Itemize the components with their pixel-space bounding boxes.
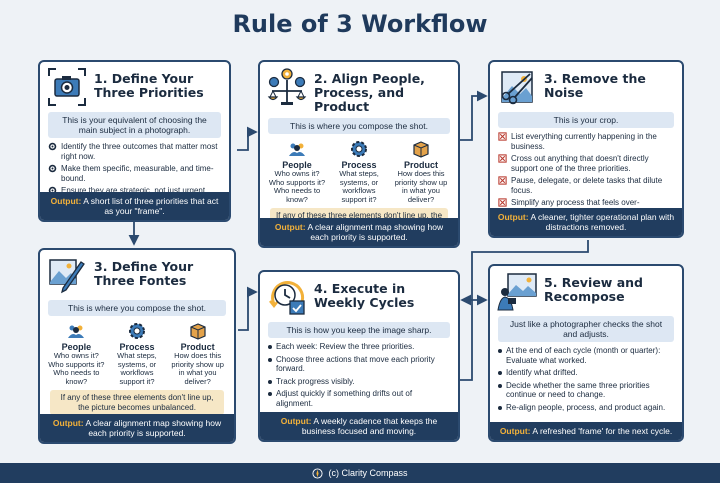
camera-icon (48, 68, 86, 106)
step5-card: 5. Review and Recompose Just like a phot… (488, 264, 684, 442)
product-column: Product How does this priority show up i… (391, 139, 451, 204)
list-item: List everything currently happening in t… (498, 132, 674, 151)
bullet-dot-icon (498, 405, 502, 410)
bullet-dot-icon (498, 383, 502, 388)
gear-icon (128, 323, 145, 339)
people-column: People Who owns it? Who supports it? Who… (267, 139, 327, 204)
step4-output: Output: A weekly cadence that keeps the … (260, 412, 458, 440)
step2-output: Output: A clear alignment map showing ho… (260, 218, 458, 246)
arrow-1-to-2 (237, 126, 258, 151)
photographer-review-icon (497, 273, 537, 311)
process-column: Process What steps, systems, or workflow… (329, 139, 389, 204)
step4-pill: This is how you keep the image sharp. (268, 322, 450, 338)
box-icon (413, 141, 429, 158)
crossed-box-icon (498, 198, 507, 207)
process-column: Process What steps, systems, or workflow… (107, 321, 167, 386)
list-item: Identify what drifted. (498, 368, 674, 378)
list-item: Re-align people, process, and product ag… (498, 403, 674, 413)
crossed-box-icon (498, 176, 507, 185)
crossed-box-icon (498, 132, 507, 141)
list-item: Make them specific, measurable, and time… (48, 164, 221, 183)
list-item: Adjust quickly if something drifts out o… (268, 389, 450, 408)
footer-text: (c) Clarity Compass (328, 468, 408, 478)
step3-fontes-title: 3. Define Your Three Fontes (94, 259, 194, 288)
target-icon (48, 142, 57, 151)
compass-icon (312, 467, 324, 479)
people-icon (68, 325, 85, 338)
step3-noise-title: 3. Remove the Noise (544, 71, 646, 100)
step5-output: Output: A refreshed 'frame' for the next… (490, 422, 682, 440)
list-item: Cross out anything that doesn't directly… (498, 154, 674, 173)
step1-card: 1. Define Your Three Priorities This is … (38, 60, 231, 222)
step3-fontes-pill: This is where you compose the shot. (48, 300, 226, 316)
step2-title: 2. Align People, Process, and Product (314, 71, 425, 114)
scale-gears-icon (267, 68, 307, 105)
product-column: Product How does this priority show up i… (168, 321, 228, 386)
picture-pen-icon (49, 259, 85, 294)
page-title: Rule of 3 Workflow (232, 10, 488, 38)
crossed-box-icon (498, 154, 507, 163)
list-item: Pause, delegate, or delete tasks that di… (498, 176, 674, 195)
step5-pill: Just like a photographer checks the shot… (498, 316, 674, 342)
step3-fontes-card: 3. Define Your Three Fontes This is wher… (38, 248, 236, 444)
step1-title: 1. Define Your Three Priorities (94, 71, 204, 100)
people-icon (289, 143, 305, 156)
list-item: Identify the three outcomes that matter … (48, 142, 221, 161)
list-item: Track progress visibly. (268, 377, 450, 387)
arrow-3-to-4 (460, 240, 589, 306)
bullet-dot-icon (268, 392, 272, 396)
arrow-3b-to-4 (238, 286, 258, 331)
bullet-dot-icon (268, 345, 272, 349)
bullet-dot-icon (268, 379, 272, 384)
list-item: Decide whether the same three priorities… (498, 381, 674, 400)
step3-noise-output: Output: A cleaner, tighter operational p… (490, 208, 682, 236)
step2-pill: This is where you compose the shot. (268, 118, 450, 134)
step1-output: Output: A short list of three priorities… (40, 192, 229, 220)
list-item: At the end of each cycle (month or quart… (498, 346, 674, 365)
list-item: Each week: Review the three priorities. (268, 342, 450, 352)
bullet-dot-icon (268, 357, 272, 362)
clock-calendar-icon (269, 281, 305, 315)
step3-noise-card: 3. Remove the Noise This is your crop. L… (488, 60, 684, 238)
people-column: People Who owns it? Who supports it? Who… (46, 321, 106, 386)
step1-pill: This is your equivalent of choosing the … (48, 112, 221, 138)
bullet-dot-icon (498, 371, 502, 375)
crop-scissors-icon (501, 71, 533, 105)
step3-fontes-output: Output: A clear alignment map showing ho… (40, 414, 234, 442)
target-icon (48, 164, 57, 173)
step5-title: 5. Review and Recompose (544, 275, 643, 304)
gear-icon (351, 141, 367, 157)
step4-title: 4. Execute in Weekly Cycles (314, 281, 415, 310)
step3-fontes-warning: If any of these three elements don't lin… (50, 390, 224, 415)
arrow-2-to-3 (460, 90, 488, 141)
step3-noise-pill: This is your crop. (498, 112, 674, 128)
box-icon (190, 323, 206, 340)
step4-card: 4. Execute in Weekly Cycles This is how … (258, 270, 460, 442)
arrow-4-to-5 (460, 294, 488, 381)
list-item: Choose three actions that move each prio… (268, 355, 450, 374)
bullet-dot-icon (498, 349, 502, 353)
footer: (c) Clarity Compass (0, 463, 720, 483)
step2-card: 2. Align People, Process, and Product Th… (258, 60, 460, 248)
